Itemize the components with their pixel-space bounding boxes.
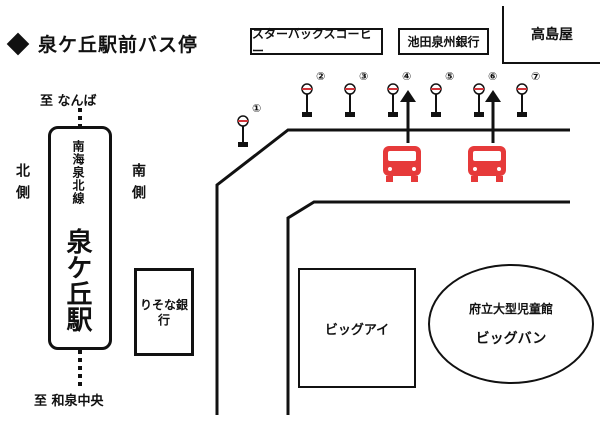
direction-namba: 至 なんば [40, 94, 97, 109]
resona-bank-label: りそな銀行 [140, 298, 189, 327]
big-bang-name: ビッグバン [475, 331, 547, 347]
bus-stop-number-6: ⑥ [488, 70, 498, 83]
bus-stop-sign-5 [430, 83, 442, 117]
bus-stop-number-1: ① [252, 102, 262, 115]
bus-stop-sign-2 [301, 83, 313, 117]
resona-bank-building [134, 268, 194, 356]
railway-line-name: 南海泉北線 [71, 140, 85, 205]
title-text: 泉ケ丘駅前バス停 [38, 34, 199, 56]
bus-stop-number-2: ② [316, 70, 326, 83]
road-outer-edge [215, 128, 570, 415]
bus-stop-sign-1 [237, 115, 249, 147]
south-side-label: 南側 [130, 163, 146, 207]
starbucks-landmark: スターバックスコーヒー [250, 27, 383, 58]
bus-stop-number-5: ⑤ [445, 70, 455, 83]
ikeda-senshu-bank-landmark: 池田泉州銀行 [398, 28, 489, 55]
boarding-arrow-6 [485, 90, 501, 143]
bus-stop-sign-3 [344, 83, 356, 117]
bus-stop-sign-4 [387, 83, 399, 117]
station-name: 泉ケ丘駅 [62, 228, 92, 332]
bus-stop-number-3: ③ [359, 70, 369, 83]
big-bang-subtitle: 府立大型児童館 [468, 302, 553, 316]
boarding-arrow-4 [400, 90, 416, 143]
map-title: 泉ケ丘駅前バス停 [6, 30, 199, 57]
bus-stop-number-7: ⑦ [531, 70, 541, 83]
direction-izumi-chuo: 至 和泉中央 [34, 394, 104, 409]
road-inner-edge [286, 200, 570, 415]
takashimaya-landmark: 高島屋 [502, 6, 600, 64]
station-building [48, 126, 112, 350]
north-side-label: 北側 [14, 163, 30, 207]
big-bang-building [428, 264, 594, 384]
bus-stop-number-4: ④ [402, 70, 412, 83]
bus-stop-sign-7 [516, 83, 528, 117]
bus-icon-stop-6 [468, 146, 506, 182]
big-i-building: ビッグアイ [298, 268, 416, 388]
bus-stop-sign-6 [473, 83, 485, 117]
bus-icon-stop-4 [383, 146, 421, 182]
